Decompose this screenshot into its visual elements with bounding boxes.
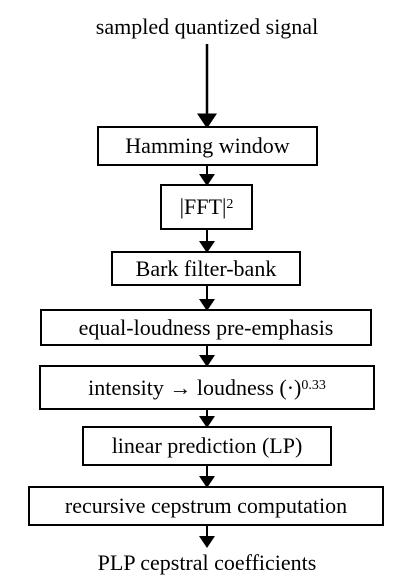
fft-exponent: 2: [226, 197, 234, 212]
step-recursive-cepstrum: recursive cepstrum computation: [28, 486, 384, 526]
input-label: sampled quantized signal: [95, 14, 319, 39]
step-equal-loudness: equal-loudness pre-emphasis: [40, 309, 372, 346]
output-label: PLP cepstral coefficients: [97, 550, 317, 575]
step-hamming-window: Hamming window: [97, 126, 318, 166]
step-intensity-loudness: intensity → loudness (·)0.33: [39, 365, 375, 410]
loudness-exponent: 0.33: [301, 377, 326, 393]
step-fft-squared: |FFT|2: [160, 184, 253, 230]
step-linear-prediction: linear prediction (LP): [82, 426, 332, 466]
step-bark-filter-bank: Bark filter-bank: [111, 251, 301, 286]
